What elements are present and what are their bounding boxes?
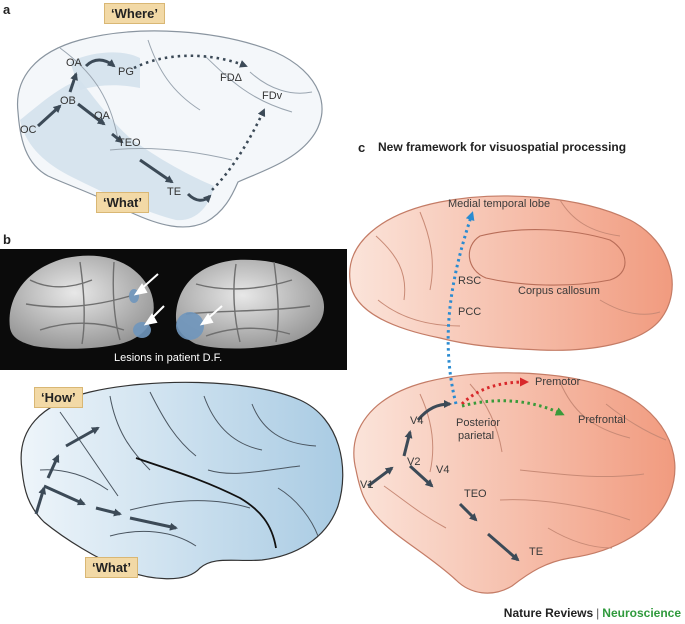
- where-tag: ‘Where’: [104, 3, 165, 24]
- panel-c-letter: c: [358, 140, 366, 155]
- lesion-brain-left: [9, 255, 154, 349]
- footer-separator: |: [596, 606, 600, 620]
- label-teo-a: TEO: [118, 137, 141, 149]
- journal-section: Neuroscience: [602, 606, 681, 620]
- panel-c-title: New framework for visuospatial processin…: [378, 140, 627, 154]
- label-v1: V1: [360, 479, 374, 491]
- label-prefrontal: Prefrontal: [578, 414, 626, 426]
- label-posterior: Posterior: [456, 417, 501, 429]
- lesion-arrows: [133, 273, 223, 326]
- label-v4-low: V4: [436, 464, 450, 476]
- label-fd-delta: FDΔ: [220, 72, 243, 84]
- lesion-caption: Lesions in patient D.F.: [114, 352, 223, 364]
- label-oa-top: OA: [66, 57, 82, 69]
- label-oa-low: OA: [94, 110, 110, 122]
- label-fdv: FDv: [262, 90, 283, 102]
- panel-c-lateral-brain: [353, 372, 676, 594]
- label-te-a: TE: [167, 186, 182, 198]
- label-v4-top: V4: [410, 415, 424, 427]
- what-tag-b: ‘What’: [85, 557, 138, 578]
- label-teo-c: TEO: [464, 488, 487, 500]
- label-medial-temporal-lobe: Medial temporal lobe: [448, 198, 551, 210]
- what-tag-a: ‘What’: [96, 192, 149, 213]
- panel-a-letter: a: [3, 2, 11, 17]
- label-ob: OB: [60, 95, 76, 107]
- label-te-c: TE: [529, 546, 544, 558]
- label-corpus-callosum: Corpus callosum: [518, 285, 600, 297]
- label-pcc: PCC: [458, 306, 482, 318]
- lesion-brain-right: [176, 259, 325, 349]
- panel-a-brain: [16, 30, 323, 228]
- journal-footer: Nature Reviews|Neuroscience: [504, 606, 681, 620]
- label-oc: OC: [20, 124, 37, 136]
- label-pg: PG: [118, 66, 134, 78]
- panel-b-human-brain: [20, 381, 344, 580]
- panel-a-arrows: [36, 58, 212, 204]
- how-tag: ‘How’: [34, 387, 83, 408]
- journal-name: Nature Reviews: [503, 606, 594, 620]
- panel-b-letter: b: [3, 232, 11, 247]
- panel-b-arrows: [34, 426, 178, 531]
- label-premotor: Premotor: [535, 376, 581, 388]
- panel-c-medial-brain: [349, 195, 673, 351]
- panel-c-arrows: [367, 400, 520, 562]
- panel-c-dotted-arrows: [446, 211, 565, 416]
- label-parietal: parietal: [458, 430, 495, 442]
- label-rsc: RSC: [458, 275, 482, 287]
- panel-a-dotted-arrows: [133, 54, 266, 191]
- label-v2: V2: [407, 456, 421, 468]
